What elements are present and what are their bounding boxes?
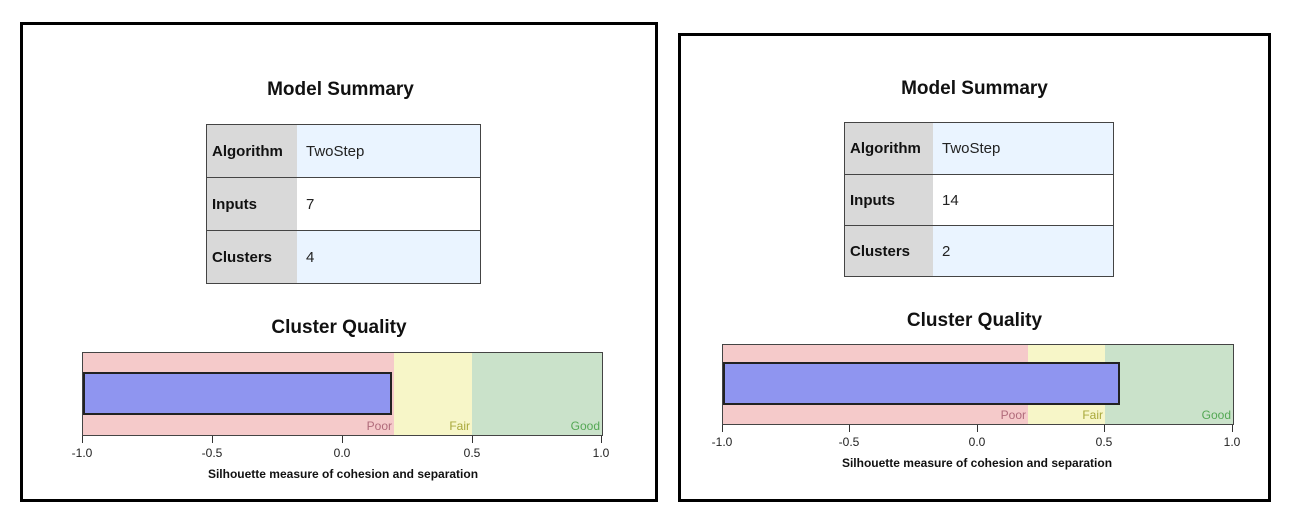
row-value: 14 <box>942 191 959 209</box>
x-tick <box>601 436 602 443</box>
x-tick <box>722 425 723 432</box>
zone-label-poor: Poor <box>1000 408 1026 422</box>
x-tick <box>849 425 850 432</box>
zone-fair: Fair <box>394 353 472 435</box>
row-value: 7 <box>306 195 315 213</box>
x-tick-label: 1.0 <box>592 446 610 460</box>
x-tick-label: 0.0 <box>968 435 986 449</box>
x-tick <box>82 436 83 443</box>
table-row-inputs: Inputs 14 <box>845 175 1113 226</box>
table-row-inputs: Inputs 7 <box>207 178 480 231</box>
row-value: 2 <box>933 226 1113 276</box>
x-axis-label: Silhouette measure of cohesion and separ… <box>841 456 1113 470</box>
x-tick <box>212 436 213 443</box>
silhouette-bar <box>83 372 392 415</box>
zone-good: Good <box>472 353 602 435</box>
x-tick <box>342 436 343 443</box>
x-tick-label: -1.0 <box>711 435 733 449</box>
table-row-algorithm: Algorithm TwoStep <box>207 125 480 178</box>
zone-label-good: Good <box>1201 408 1231 422</box>
table-row-clusters: Clusters 4 <box>207 231 480 283</box>
row-label: Clusters <box>207 231 297 283</box>
table-row-clusters: Clusters 2 <box>845 226 1113 276</box>
x-tick-label: -1.0 <box>71 446 93 460</box>
row-label: Algorithm <box>845 123 933 174</box>
x-tick-label: -0.5 <box>201 446 223 460</box>
model-summary-title: Model Summary <box>901 78 1048 99</box>
cluster-quality-chart: Poor Fair Good <box>722 344 1234 425</box>
row-value: TwoStep <box>297 125 480 177</box>
zone-label-fair: Fair <box>449 419 470 433</box>
zone-label-fair: Fair <box>1082 408 1103 422</box>
row-label: Inputs <box>845 175 933 225</box>
x-axis-label: Silhouette measure of cohesion and separ… <box>207 467 479 481</box>
model-summary-table: Algorithm TwoStep Inputs 14 Clusters 2 <box>844 122 1114 277</box>
model-summary-title: Model Summary <box>267 79 414 100</box>
x-tick-label: 0.5 <box>463 446 481 460</box>
x-tick-label: 0.5 <box>1095 435 1113 449</box>
panel-left: Model Summary Algorithm TwoStep Inputs 7… <box>20 22 658 502</box>
x-tick-label: -0.5 <box>838 435 860 449</box>
x-tick <box>1104 425 1105 432</box>
cluster-quality-chart: Poor Fair Good <box>82 352 603 436</box>
x-tick-label: 1.0 <box>1223 435 1241 449</box>
row-label: Clusters <box>845 226 933 276</box>
x-tick <box>472 436 473 443</box>
x-tick <box>1232 425 1233 432</box>
zone-good: Good <box>1105 345 1233 424</box>
panel-right: Model Summary Algorithm TwoStep Inputs 1… <box>678 33 1271 502</box>
x-tick-label: 0.0 <box>333 446 351 460</box>
table-row-algorithm: Algorithm TwoStep <box>845 123 1113 175</box>
row-label: Inputs <box>207 178 297 230</box>
row-value: TwoStep <box>933 123 1113 174</box>
cluster-quality-title: Cluster Quality <box>271 317 407 338</box>
x-tick <box>977 425 978 432</box>
row-label: Algorithm <box>207 125 297 177</box>
row-value: 4 <box>297 231 480 283</box>
zone-label-good: Good <box>570 419 600 433</box>
model-summary-table: Algorithm TwoStep Inputs 7 Clusters 4 <box>206 124 481 284</box>
zone-label-poor: Poor <box>366 419 392 433</box>
cluster-quality-title: Cluster Quality <box>906 310 1043 331</box>
silhouette-bar <box>723 362 1120 405</box>
